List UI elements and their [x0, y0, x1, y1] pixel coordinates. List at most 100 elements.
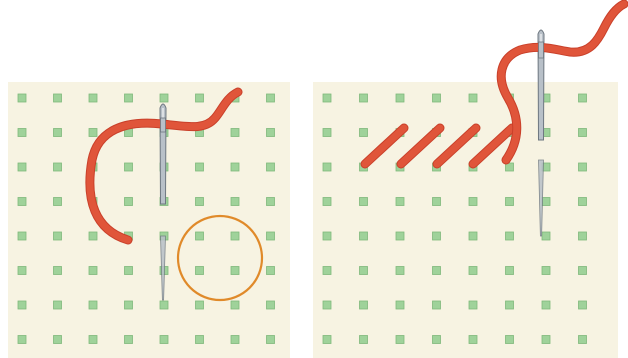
canvas-hole: [125, 198, 133, 206]
canvas-hole: [125, 301, 133, 309]
needle-shaft: [161, 118, 166, 132]
canvas-hole: [89, 301, 97, 309]
canvas-hole: [323, 129, 331, 137]
canvas-hole: [267, 301, 275, 309]
canvas-hole: [506, 198, 514, 206]
canvas-hole: [54, 129, 62, 137]
canvas-hole: [469, 94, 477, 102]
canvas-background: [313, 82, 618, 358]
canvas-hole: [469, 336, 477, 344]
canvas-hole: [231, 232, 239, 240]
canvas-hole: [579, 267, 587, 275]
canvas-hole: [433, 198, 441, 206]
canvas-hole: [89, 336, 97, 344]
canvas-hole: [267, 267, 275, 275]
canvas-hole: [18, 94, 26, 102]
canvas-hole: [506, 336, 514, 344]
right-canvas-panel: [313, 4, 624, 358]
canvas-hole: [396, 301, 404, 309]
canvas-hole: [160, 336, 168, 344]
canvas-hole: [542, 301, 550, 309]
canvas-hole: [125, 94, 133, 102]
canvas-hole: [469, 198, 477, 206]
canvas-hole: [125, 267, 133, 275]
left-canvas-panel: [8, 82, 290, 358]
canvas-hole: [433, 301, 441, 309]
canvas-hole: [196, 94, 204, 102]
canvas-hole: [579, 336, 587, 344]
canvas-hole: [542, 267, 550, 275]
canvas-hole: [196, 267, 204, 275]
canvas-hole: [433, 336, 441, 344]
canvas-hole: [18, 301, 26, 309]
canvas-hole: [323, 232, 331, 240]
canvas-hole: [267, 336, 275, 344]
canvas-hole: [160, 94, 168, 102]
canvas-hole: [360, 232, 368, 240]
canvas-hole: [579, 94, 587, 102]
canvas-hole: [231, 198, 239, 206]
canvas-hole: [323, 163, 331, 171]
canvas-hole: [196, 301, 204, 309]
canvas-hole: [506, 267, 514, 275]
canvas-hole: [506, 232, 514, 240]
canvas-hole: [360, 94, 368, 102]
canvas-hole: [267, 232, 275, 240]
canvas-hole: [469, 232, 477, 240]
canvas-hole: [267, 163, 275, 171]
canvas-hole: [231, 163, 239, 171]
canvas-hole: [433, 267, 441, 275]
canvas-hole: [542, 232, 550, 240]
canvas-hole: [18, 198, 26, 206]
canvas-hole: [267, 94, 275, 102]
canvas-hole: [506, 301, 514, 309]
canvas-hole: [323, 198, 331, 206]
canvas-hole: [433, 94, 441, 102]
canvas-hole: [360, 336, 368, 344]
canvas-hole: [18, 232, 26, 240]
canvas-hole: [54, 301, 62, 309]
canvas-hole: [18, 336, 26, 344]
canvas-hole: [542, 198, 550, 206]
canvas-hole: [54, 163, 62, 171]
canvas-hole: [125, 336, 133, 344]
canvas-hole: [196, 336, 204, 344]
canvas-hole: [469, 267, 477, 275]
canvas-hole: [231, 267, 239, 275]
canvas-hole: [323, 94, 331, 102]
needle-shaft: [539, 42, 544, 58]
canvas-hole: [54, 336, 62, 344]
canvas-hole: [18, 267, 26, 275]
canvas-hole: [323, 301, 331, 309]
canvas-hole: [469, 301, 477, 309]
canvas-hole: [89, 232, 97, 240]
canvas-hole: [542, 336, 550, 344]
canvas-hole: [54, 232, 62, 240]
canvas-hole: [160, 301, 168, 309]
canvas-hole: [18, 129, 26, 137]
canvas-hole: [267, 129, 275, 137]
canvas-hole: [54, 198, 62, 206]
canvas-hole: [396, 232, 404, 240]
canvas-hole: [267, 198, 275, 206]
canvas-hole: [396, 94, 404, 102]
canvas-hole: [360, 198, 368, 206]
canvas-hole: [396, 336, 404, 344]
canvas-hole: [196, 198, 204, 206]
canvas-hole: [18, 163, 26, 171]
canvas-hole: [360, 301, 368, 309]
canvas-hole: [579, 129, 587, 137]
canvas-hole: [323, 267, 331, 275]
canvas-hole: [196, 163, 204, 171]
canvas-hole: [579, 163, 587, 171]
canvas-hole: [579, 198, 587, 206]
canvas-hole: [231, 336, 239, 344]
canvas-hole: [360, 267, 368, 275]
canvas-hole: [231, 301, 239, 309]
canvas-hole: [196, 232, 204, 240]
canvas-hole: [396, 267, 404, 275]
canvas-hole: [433, 232, 441, 240]
canvas-hole: [231, 129, 239, 137]
canvas-hole: [54, 94, 62, 102]
